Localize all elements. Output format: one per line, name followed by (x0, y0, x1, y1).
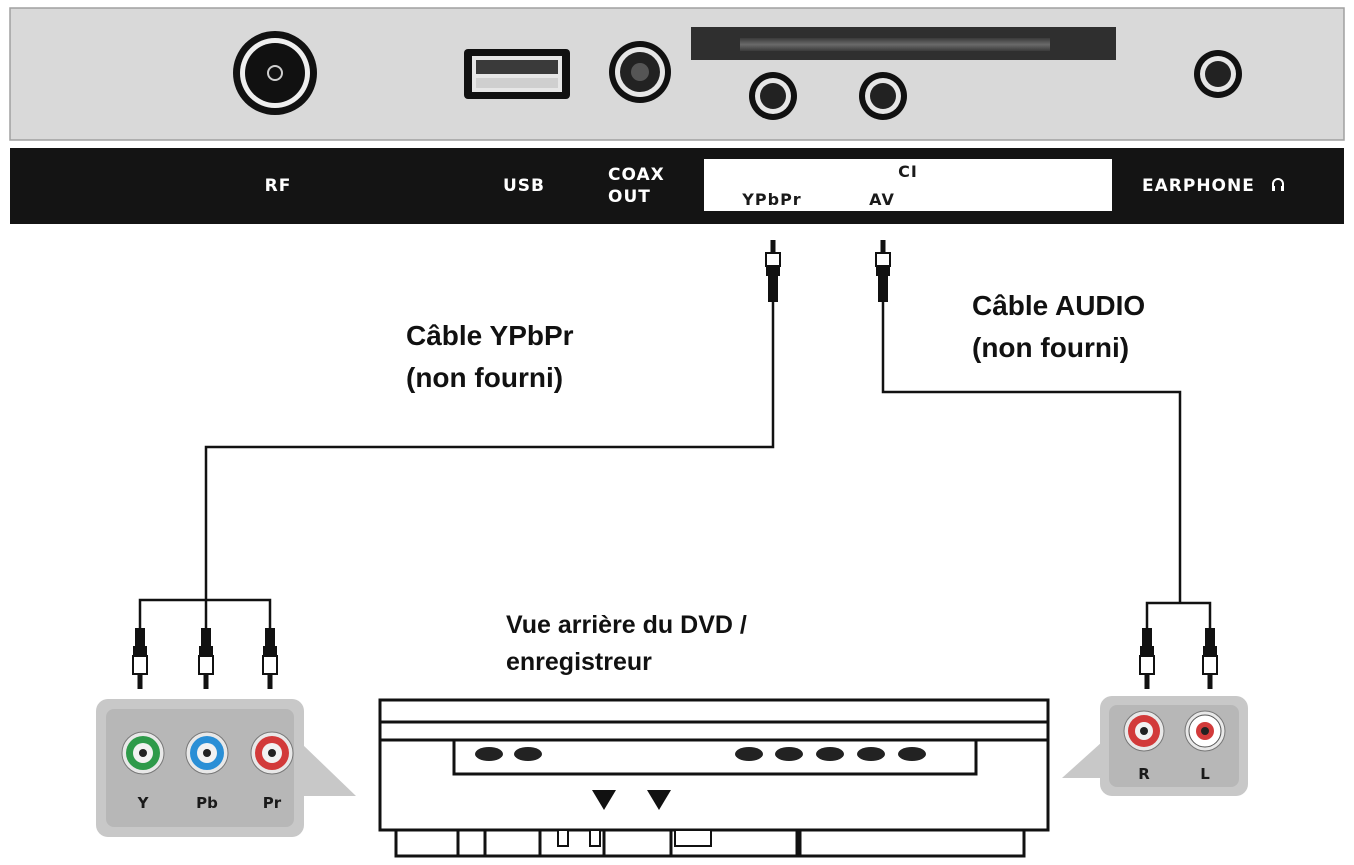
audio-cable (875, 240, 1218, 689)
headphone-icon (1272, 178, 1284, 191)
tv-back-panel (9, 7, 1345, 141)
triangle-down-icon (592, 790, 616, 810)
port-label-strip: RF USB COAX OUT CI YPbPr AV EARPHONE (10, 148, 1344, 224)
rf-label: RF (265, 176, 292, 196)
dvd-caption-line1: Vue arrière du DVD / (506, 611, 747, 639)
earphone-port[interactable] (1194, 50, 1242, 98)
audio-cable-caption-line2: (non fourni) (972, 332, 1129, 363)
pr-jack-label: Pr (263, 794, 282, 812)
usb-label: USB (503, 176, 545, 196)
video-jacks-callout: Y Pb Pr (96, 699, 356, 837)
ypbpr-label: YPbPr (741, 190, 801, 209)
pb-jack[interactable] (185, 731, 229, 775)
l-jack[interactable] (1184, 710, 1226, 752)
ypbpr-port[interactable] (749, 72, 797, 120)
rf-port[interactable] (233, 31, 317, 115)
triangle-down-icon (647, 790, 671, 810)
ypbpr-cable-caption-line1: Câble YPbPr (406, 320, 574, 351)
coax-out-port[interactable] (609, 41, 671, 103)
rca-plug-icon (1139, 628, 1155, 689)
av-port[interactable] (859, 72, 907, 120)
pr-jack[interactable] (250, 731, 294, 775)
rca-plug-icon (875, 240, 891, 302)
coax-label-line1: COAX (608, 165, 665, 185)
y-jack-label: Y (137, 794, 150, 812)
r-jack[interactable] (1123, 710, 1165, 752)
dvd-caption-line2: enregistreur (506, 648, 652, 676)
r-jack-label: R (1138, 765, 1150, 783)
y-jack[interactable] (121, 731, 165, 775)
rca-plug-icon (198, 628, 214, 689)
ypbpr-cable (132, 240, 781, 689)
rca-plug-icon (132, 628, 148, 689)
coax-label-line2: OUT (608, 187, 651, 207)
audio-cable-caption-line1: Câble AUDIO (972, 290, 1145, 321)
av-label: AV (869, 190, 895, 209)
audio-jacks-callout: R L (1062, 696, 1248, 796)
dvd-recorder-rear (378, 698, 1050, 858)
rca-plug-icon (765, 240, 781, 302)
pb-jack-label: Pb (196, 794, 218, 812)
ypbpr-cable-caption-line2: (non fourni) (406, 362, 563, 393)
earphone-label: EARPHONE (1142, 176, 1255, 196)
ci-slot[interactable] (691, 27, 1116, 60)
ci-label: CI (898, 162, 918, 181)
rca-plug-icon (262, 628, 278, 689)
l-jack-label: L (1200, 765, 1210, 783)
rca-plug-icon (1202, 628, 1218, 689)
usb-port[interactable] (464, 49, 570, 99)
